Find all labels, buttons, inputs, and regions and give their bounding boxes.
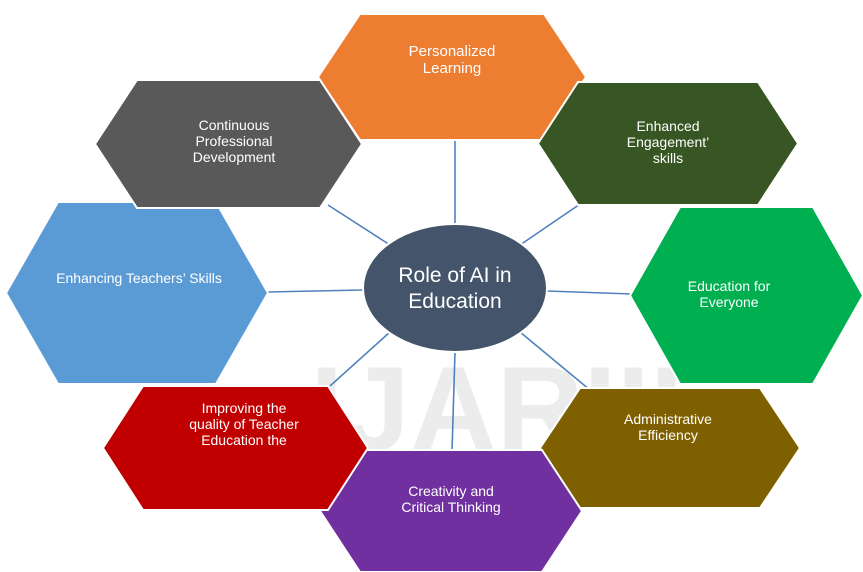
connector-line-3 xyxy=(546,290,633,295)
connector-line-2 xyxy=(519,199,587,246)
hex-label-line: Learning xyxy=(423,60,481,77)
center-label: Role of AI in Education xyxy=(398,264,511,313)
hex-label-line: Creativity and xyxy=(408,483,494,499)
connector-line-4 xyxy=(519,331,591,391)
hex-label-line: Education for xyxy=(688,278,771,294)
hex-label-line: Administrative xyxy=(624,411,712,427)
hexagon-shape xyxy=(538,387,802,509)
hex-node-enhancing-teachers-skills: Enhancing Teachers’ Skills xyxy=(4,201,270,385)
connector-line-5 xyxy=(451,351,456,453)
hex-label-line: Enhancing Teachers’ Skills xyxy=(56,270,222,286)
hex-label-line: Critical Thinking xyxy=(401,499,500,515)
hexagon-shape xyxy=(628,206,863,385)
hexagon-shape xyxy=(536,81,800,206)
hex-label-line: Professional xyxy=(195,133,272,149)
hexagon-shape xyxy=(4,201,270,385)
hex-label-line: Education the xyxy=(201,432,287,448)
hex-label-line: Development xyxy=(193,149,276,165)
hex-label-line: Efficiency xyxy=(638,427,698,443)
hexagon-shape xyxy=(101,385,370,511)
center-label-line: Education xyxy=(408,290,501,313)
hex-label-line: skills xyxy=(653,150,683,166)
hex-label-line: quality of Teacher xyxy=(189,416,299,432)
center-label-line: Role of AI in xyxy=(398,264,511,287)
hex-label-line: Everyone xyxy=(699,294,758,310)
connectors xyxy=(267,140,633,453)
connector-line-6 xyxy=(329,331,391,387)
center-ellipse xyxy=(362,223,548,353)
hex-label-line: Enhanced xyxy=(636,118,699,134)
center-node: Role of AI in Education xyxy=(362,223,548,353)
hexagon-shape xyxy=(93,79,364,209)
hex-label-line: Continuous xyxy=(199,117,270,133)
hex-label: Enhancing Teachers’ Skills xyxy=(56,270,222,286)
connector-line-8 xyxy=(327,204,391,246)
hex-label-line: Personalized xyxy=(409,43,496,60)
hex-label-line: Improving the xyxy=(202,400,287,416)
connector-line-7 xyxy=(267,289,364,293)
hex-label-line: Engagement’ xyxy=(627,134,710,150)
hexagon-shape xyxy=(316,13,588,141)
